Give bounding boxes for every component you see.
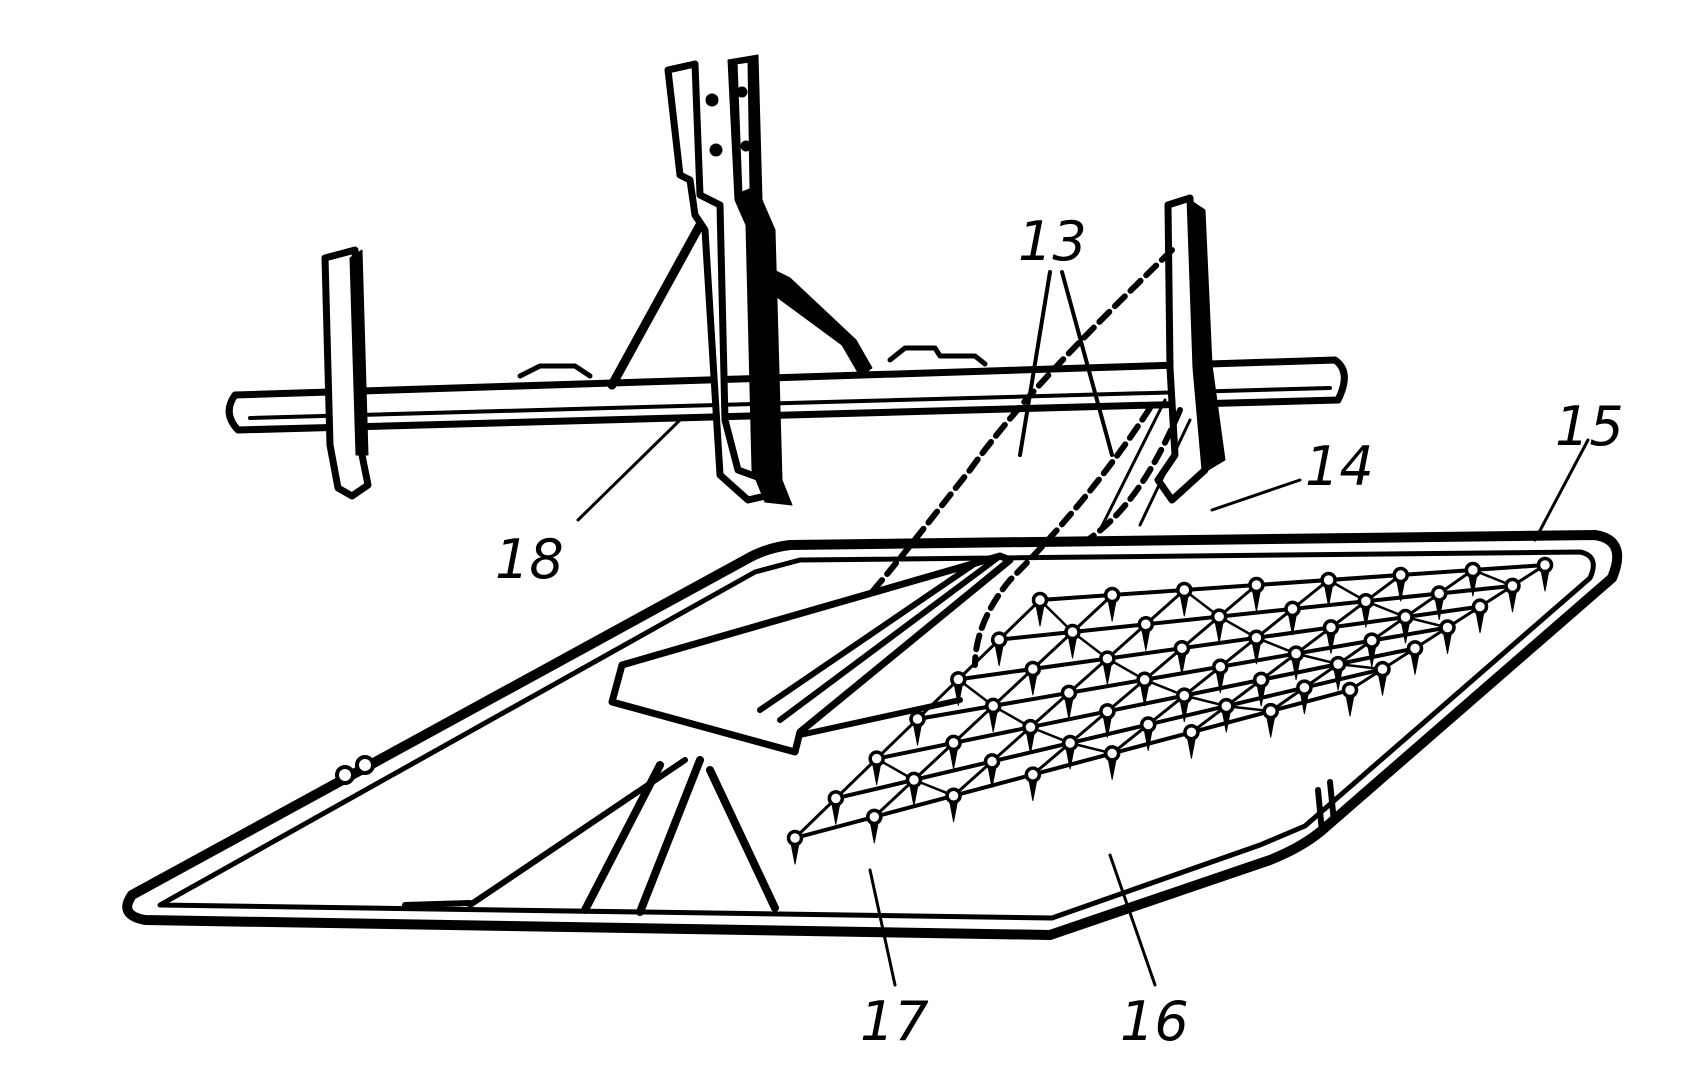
harrow-teeth	[786, 556, 1554, 865]
callout-13: 13	[1018, 210, 1087, 273]
callout-17: 17	[860, 990, 929, 1053]
harrow-tooth	[1322, 619, 1340, 654]
harrow-tooth	[1060, 684, 1078, 720]
harrow-tooth	[1357, 592, 1375, 628]
harrow-tooth	[866, 808, 883, 844]
towing-plate	[608, 552, 1014, 756]
harrow-tooth	[945, 787, 962, 823]
harrow-tooth	[1103, 586, 1121, 622]
harrow-tooth	[990, 631, 1008, 667]
callout-16: 16	[1120, 990, 1189, 1053]
harrow-tooth	[1392, 566, 1409, 602]
central-hitch-tower	[607, 54, 873, 506]
harrow-tooth	[1024, 660, 1042, 696]
harrow-tooth	[1248, 629, 1265, 665]
harrow-tooth	[1024, 766, 1042, 802]
harrow-tooth	[1176, 581, 1193, 617]
harrow-tooth	[1397, 608, 1414, 644]
harrow-tooth	[984, 697, 1002, 733]
harrow-tooth	[1262, 702, 1279, 738]
harrow-tooth	[1064, 623, 1081, 659]
harrow-tooth	[950, 671, 967, 706]
harrow-tooth	[1439, 619, 1456, 654]
harrow-tooth	[905, 771, 923, 807]
harrow-tooth	[909, 710, 926, 746]
harrow-tooth	[1363, 632, 1381, 668]
harrow-tooth	[868, 750, 885, 786]
harrow-tooth	[1212, 658, 1229, 694]
mesh-bar	[874, 646, 1417, 761]
harrow-tooth	[1183, 724, 1200, 759]
callout-labels: 13 14 15 16 17 18	[495, 210, 1624, 1053]
mesh-bar	[793, 688, 1352, 840]
harrow-tooth	[1329, 655, 1347, 691]
harrow-tooth	[1430, 585, 1448, 621]
harrow-tooth	[1287, 645, 1305, 681]
harrow-tooth	[1252, 671, 1270, 707]
harrow-tooth	[1210, 608, 1228, 644]
mesh-bar	[997, 583, 1515, 642]
harrow-tooth	[945, 734, 962, 770]
harrow-tooth	[1284, 600, 1301, 636]
harrow-tooth	[1341, 681, 1359, 717]
harrow-tooth	[1374, 660, 1391, 696]
harrow-tooth	[1099, 703, 1116, 738]
mesh-bar	[833, 667, 1385, 801]
harrow-tooth	[1176, 687, 1193, 723]
harrow-tooth	[1103, 745, 1121, 780]
frame-braces	[402, 756, 779, 916]
callout-14: 14	[1305, 435, 1374, 498]
harrow-tooth	[1406, 640, 1424, 675]
harrow-tooth	[1320, 571, 1337, 607]
harrow-tooth	[983, 753, 1001, 788]
harrow-tooth	[1173, 639, 1191, 675]
harrow-tooth	[1137, 616, 1155, 651]
harrow-tooth	[1296, 679, 1313, 715]
harrow-tooth	[1031, 591, 1049, 627]
harrow-tooth	[1022, 718, 1039, 754]
harrow-tooth	[1536, 556, 1554, 592]
harrow-tooth	[1099, 650, 1116, 686]
harrow-tooth	[1139, 716, 1157, 752]
callout-18: 18	[495, 528, 564, 591]
harrow-tooth	[1061, 734, 1079, 770]
harrow-tooth	[827, 790, 845, 825]
mesh-bar	[1038, 563, 1547, 602]
right-bracket	[1154, 194, 1226, 504]
left-bracket	[321, 246, 372, 500]
harrow-tooth	[1504, 577, 1521, 613]
harrow-tooth	[786, 829, 804, 865]
harrow-tooth	[1136, 671, 1153, 707]
toolbar-beam	[225, 345, 1348, 434]
callout-15: 15	[1555, 395, 1624, 458]
harrow-frame	[122, 530, 1623, 940]
harrow-tooth	[1471, 598, 1489, 634]
leader-lines	[576, 270, 1590, 987]
harrow-tooth	[1218, 697, 1235, 733]
harrow-tooth	[1248, 576, 1265, 612]
harrow-tooth	[1464, 561, 1482, 597]
